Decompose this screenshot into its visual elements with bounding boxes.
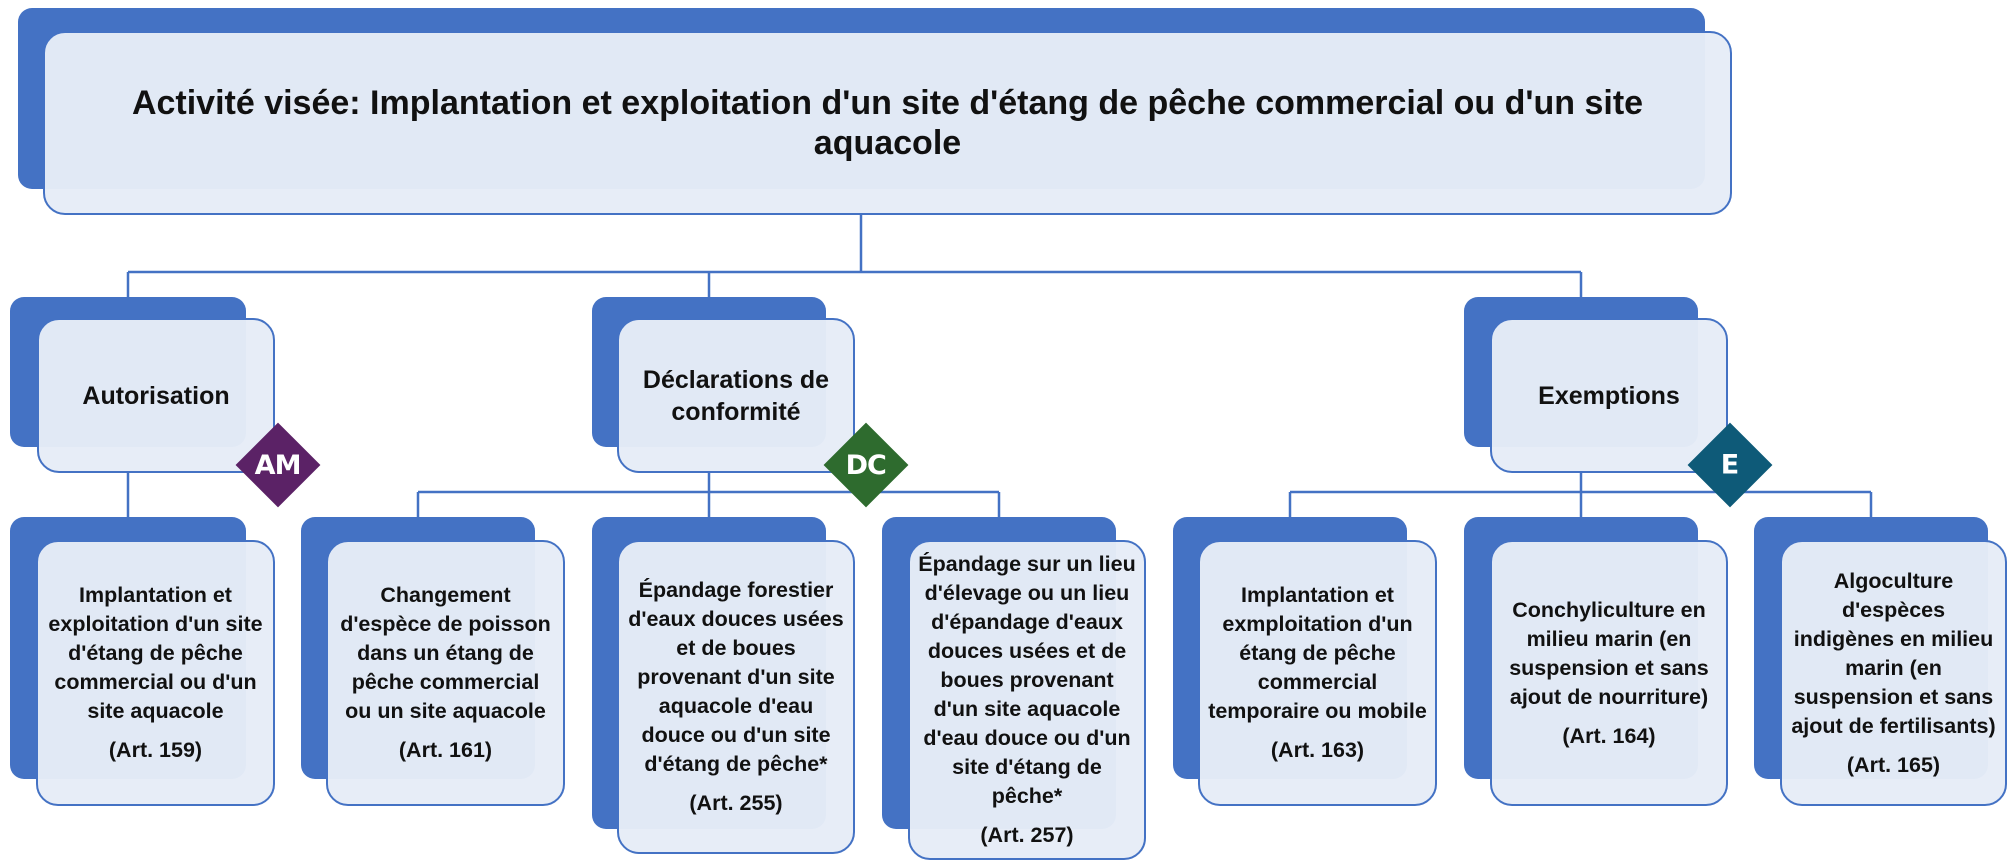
leaf-text: Changement d'espèce de poisson dans un é… <box>340 583 551 723</box>
leaf-art-164: Conchyliculture en milieu marin (en susp… <box>1464 517 1728 806</box>
category-autorisation: Autorisation <box>10 297 275 473</box>
category-exemptions: Exemptions <box>1464 297 1728 473</box>
article-ref: (Art. 163) <box>1270 738 1365 762</box>
leaf-art-163: Implantation et exmploitation d'un étang… <box>1173 517 1437 806</box>
leaf-text: Épandage sur un lieu d'élevage ou un lie… <box>918 552 1136 808</box>
category-declarations: Déclarations de conformité <box>592 297 855 473</box>
title-node: Activité visée: Implantation et exploita… <box>18 8 1732 215</box>
category-label: Exemptions <box>1538 381 1680 410</box>
leaf-art-159: Implantation et exploitation d'un site d… <box>10 517 275 806</box>
article-ref: (Art. 255) <box>689 791 783 815</box>
article-ref: (Art. 257) <box>980 823 1074 847</box>
page-title: Activité visée: Implantation et exploita… <box>131 84 1644 162</box>
leaf-text: Épandage forestier d'eaux douces usées e… <box>628 578 844 776</box>
category-label: Autorisation <box>82 381 230 410</box>
badge-label: AM <box>255 449 301 481</box>
leaf-text: Conchyliculture en milieu marin (en susp… <box>1509 597 1709 709</box>
leaf-text: Implantation et exploitation d'un site d… <box>48 583 263 723</box>
article-ref: (Art. 161) <box>398 738 493 762</box>
badge-label: DC <box>845 449 887 481</box>
badge-label: E <box>1721 449 1739 481</box>
leaf-text: Implantation et exmploitation d'un étang… <box>1208 583 1427 723</box>
leaf-art-165: Algoculture d'espèces indigènes en milie… <box>1754 517 2007 806</box>
leaf-art-257: Épandage sur un lieu d'élevage ou un lie… <box>882 517 1146 860</box>
article-ref: (Art. 165) <box>1846 752 1941 777</box>
leaf-text: Algoculture d'espèces indigènes en milie… <box>1791 568 1996 738</box>
category-label: Déclarations de conformité <box>642 365 830 426</box>
leaf-art-255: Épandage forestier d'eaux douces usées e… <box>592 517 855 854</box>
article-ref: (Art. 164) <box>1562 723 1656 748</box>
article-ref: (Art. 159) <box>108 738 203 762</box>
leaf-art-161: Changement d'espèce de poisson dans un é… <box>301 517 565 806</box>
